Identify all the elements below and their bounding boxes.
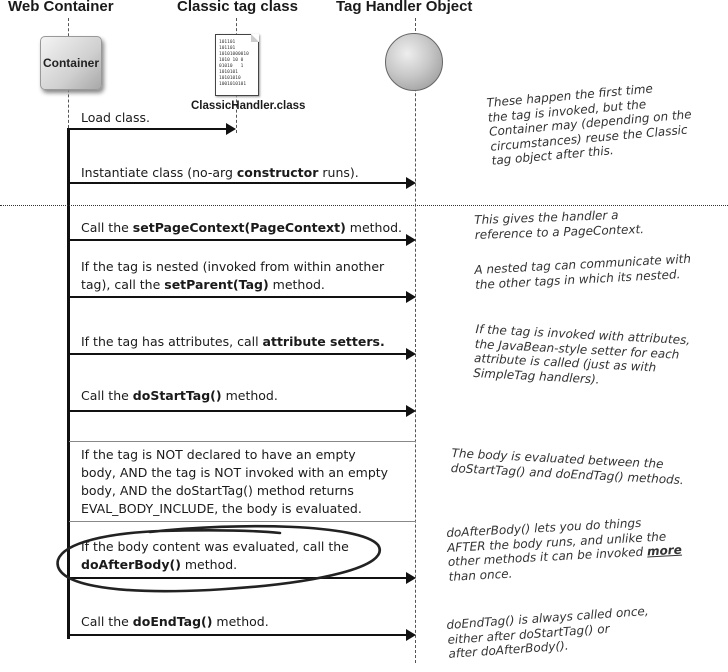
note-attributes: If the tag is invoked with attributes,th…	[473, 322, 691, 391]
note-after-body: doAfterBody() lets you do things AFTER t…	[446, 514, 683, 584]
emphasis-more: more	[647, 543, 682, 559]
